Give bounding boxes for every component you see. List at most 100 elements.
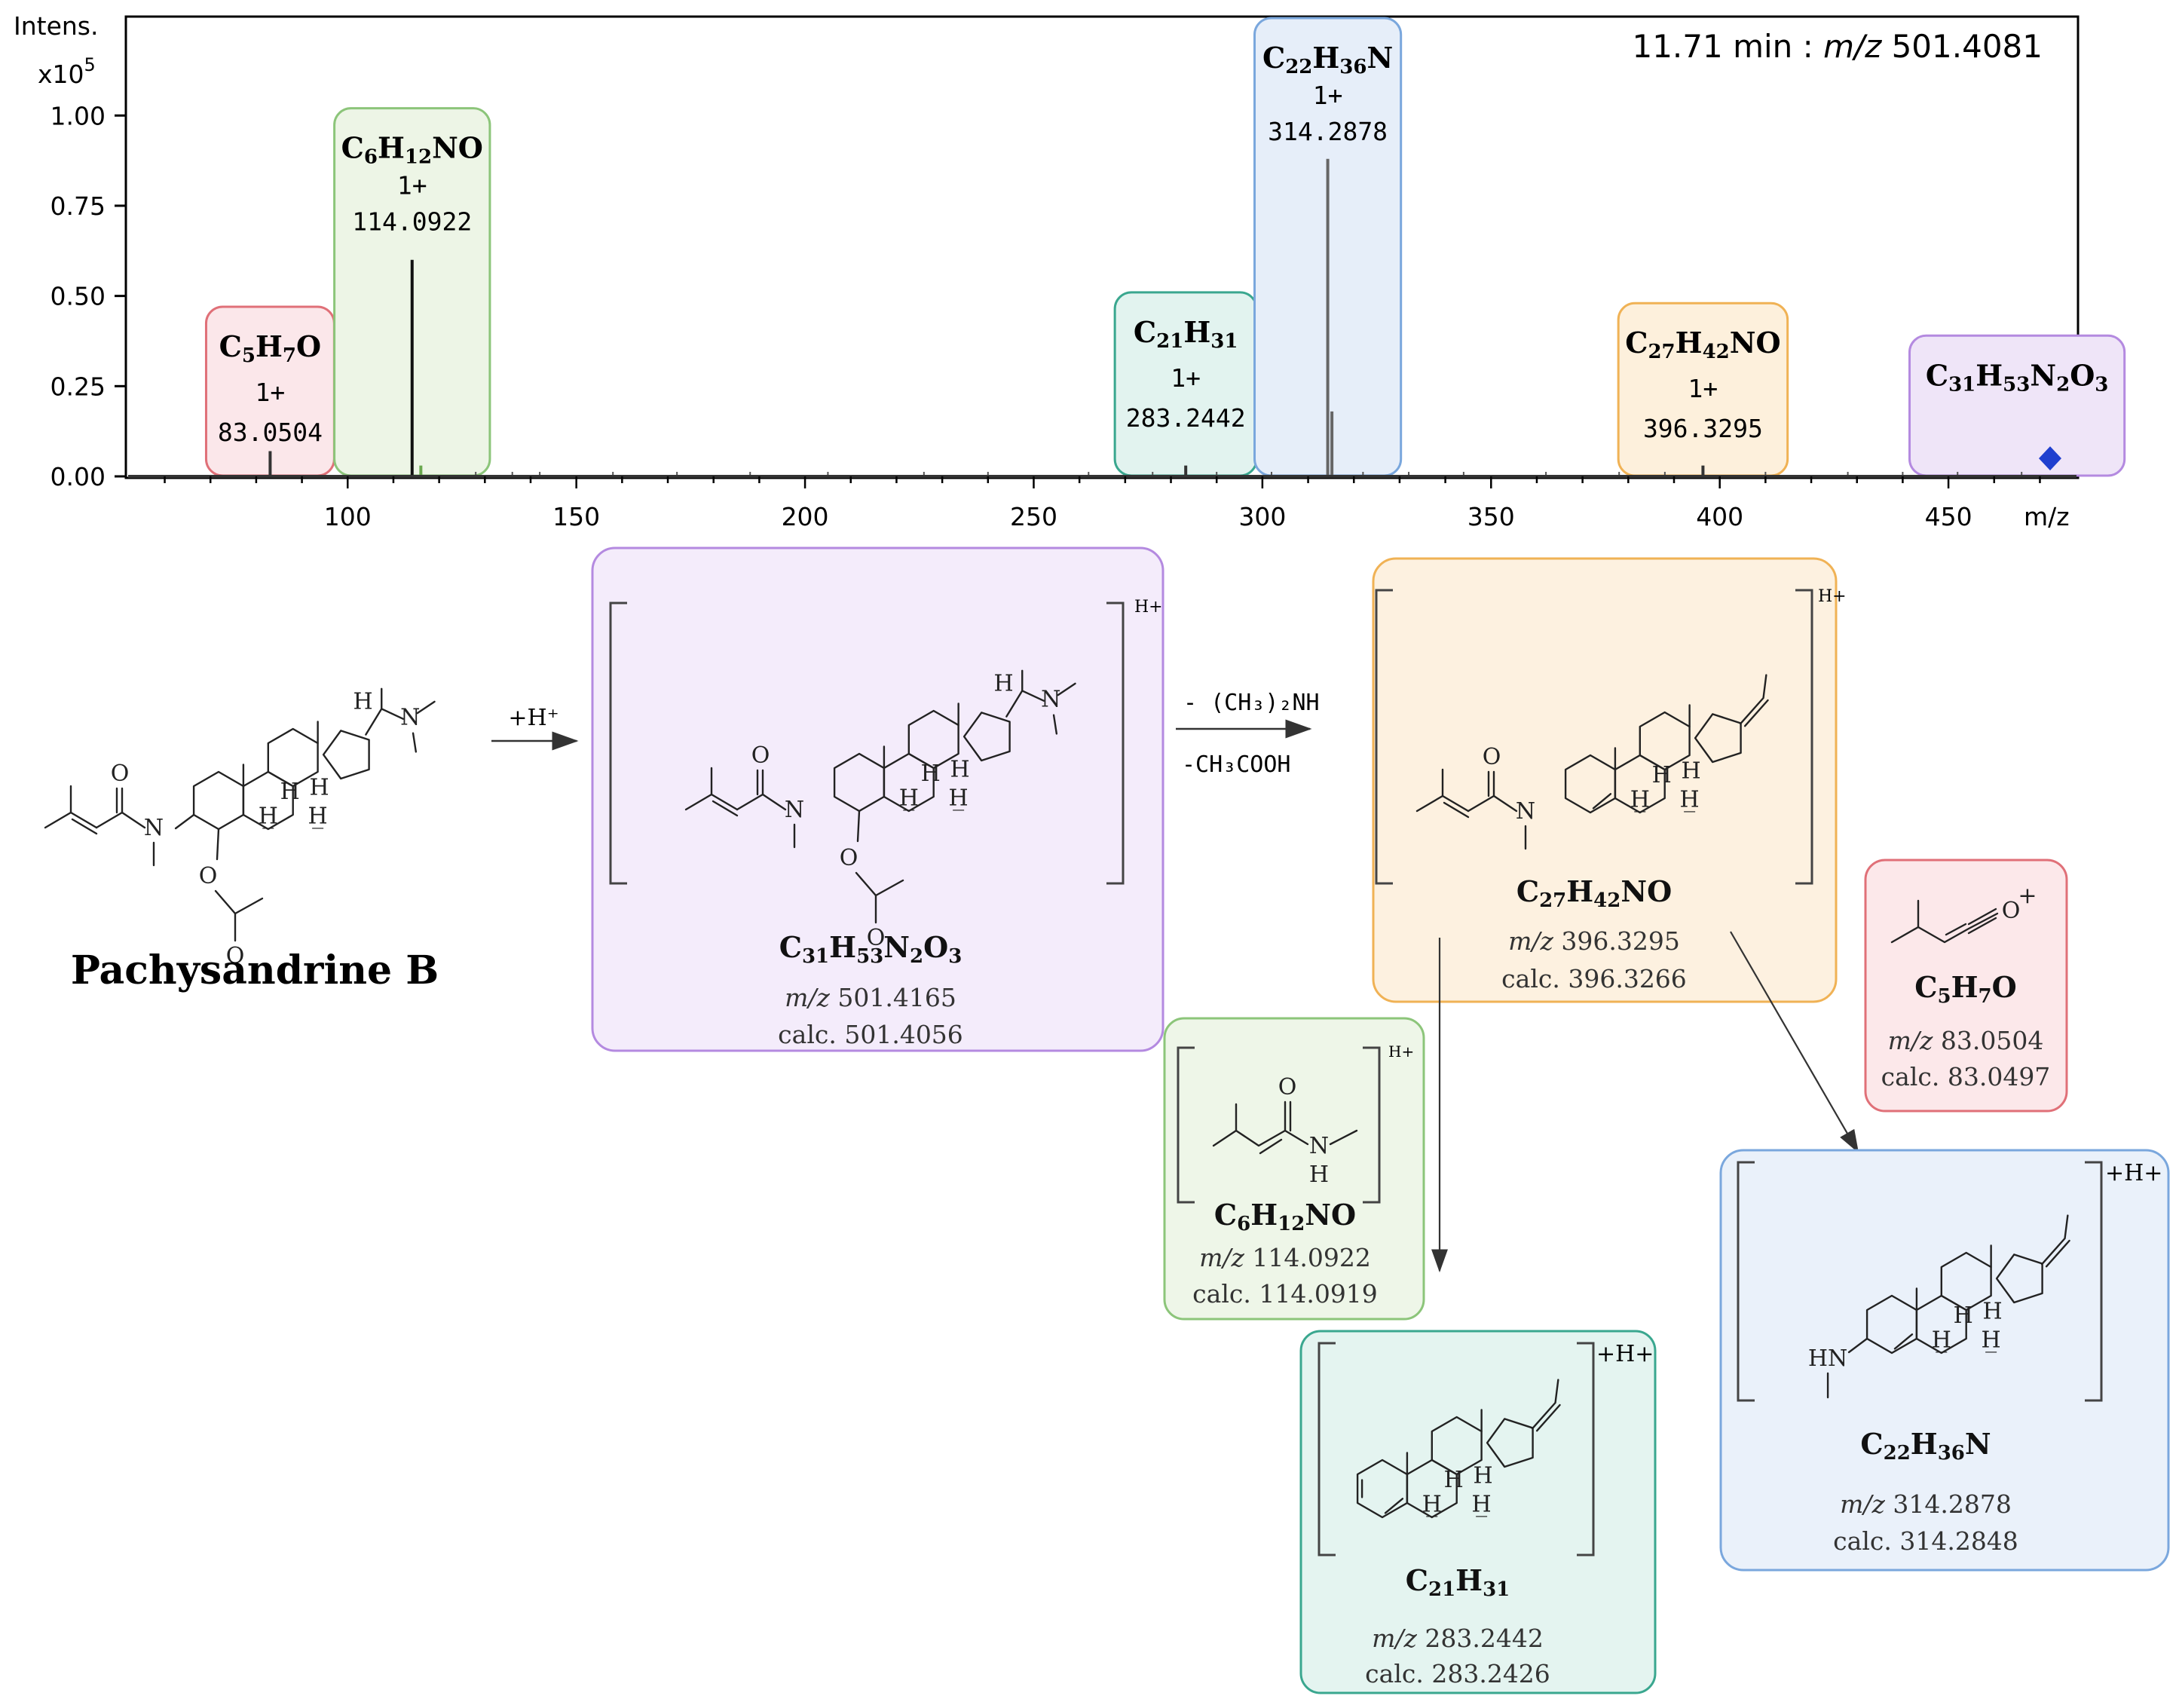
atom-n: N: [400, 704, 420, 730]
atom-n: N: [785, 797, 804, 823]
fragment-283-formula: C21H31: [1406, 1563, 1510, 1601]
atom-h: H̲: [259, 803, 278, 829]
y-axis-label: Intens.: [14, 11, 99, 41]
alkene-chain: [684, 793, 713, 811]
fragment-114-box: H+ ONH C6H12NO m/z 114.0922 calc. 114.09…: [1163, 1017, 1425, 1321]
fragment-83-structure: O+: [1890, 883, 2037, 944]
arrow-to-314: [1730, 931, 1859, 1153]
fragment-114-charge: H+: [1388, 1042, 1414, 1061]
x-tick-label: 350: [1467, 502, 1515, 531]
y-tick-label: 1.00: [50, 101, 106, 130]
atom-o: O: [867, 925, 886, 951]
y-tick-label: 0.00: [50, 462, 106, 491]
atom-h: H: [1983, 1298, 2003, 1324]
atom-h: H: [310, 774, 329, 800]
fragment-396-frame: [1372, 557, 1838, 1003]
atom-h: H̲: [308, 803, 328, 829]
annotation-charge: 1+: [397, 171, 427, 200]
precursor-formula: C31H53N2O3: [779, 930, 962, 968]
atom-h: H: [280, 779, 300, 805]
protonation-label: +H⁺: [508, 705, 559, 731]
annotation-charge: 1+: [1171, 363, 1201, 393]
fragment-114-structure: ONH: [1212, 1074, 1358, 1188]
chain: [1917, 912, 1999, 944]
annotation-formula: C31H53N2O3: [1926, 358, 2109, 396]
annotation-box: [1908, 334, 2126, 477]
atom-h: H: [921, 761, 941, 787]
atom-h: H̲: [1932, 1327, 1951, 1353]
atom-h: H̲: [1472, 1491, 1492, 1517]
fragment-114-formula: C6H12NO: [1214, 1198, 1356, 1235]
x-tick-label: 200: [782, 502, 829, 531]
atom-n: N: [1309, 1133, 1329, 1159]
double-bond: [71, 818, 98, 835]
double-bond: [1259, 1138, 1283, 1155]
charge: +: [2018, 883, 2037, 909]
mass-spectrum: C5H7O1+83.0504C6H12NO1+114.0922C21H311+2…: [14, 11, 2126, 531]
alkene-chain: [1415, 794, 1444, 813]
fragment-314-mz: m/z 314.2878: [1840, 1489, 2012, 1519]
fragment-283-frame: [1299, 1330, 1657, 1694]
atom-h: H̲: [1630, 786, 1650, 813]
annotation-mz: 396.3295: [1643, 414, 1763, 443]
ring-d: [322, 730, 370, 780]
ring-d: [1694, 713, 1742, 764]
atom-n: N: [144, 815, 164, 841]
fragment-396-mz: m/z 396.3295: [1508, 926, 1680, 956]
n-methyl: [1057, 682, 1076, 696]
annotation-charge: 1+: [1688, 374, 1718, 403]
n-methyl: [412, 732, 418, 753]
triple-bond: [1967, 908, 1997, 926]
atom-o: O: [840, 845, 858, 871]
fragment-114-mz: m/z 114.0922: [1199, 1243, 1371, 1272]
annotation-mz: 283.2442: [1126, 403, 1246, 433]
ring-a: [192, 770, 245, 831]
atom-h: H: [1652, 762, 1672, 788]
chain: [1235, 1100, 1287, 1147]
n-methyl: [1052, 714, 1058, 735]
alkene-chain: [44, 811, 72, 829]
fragment-83-mz: m/z 83.0504: [1888, 1026, 2044, 1055]
double-bond: [1743, 699, 1769, 727]
c4-bond: [856, 810, 861, 843]
n-methyl: [416, 700, 436, 715]
amide-bond: [1284, 1129, 1309, 1146]
atom-h: H: [1682, 758, 1701, 784]
annotation-formula: C6H12NO: [341, 131, 483, 169]
x-axis-label: m/z: [2024, 502, 2070, 531]
annotation-mz: 83.0504: [218, 418, 323, 447]
double-bond: [1384, 1498, 1404, 1514]
atom-h: H̲: [949, 785, 969, 811]
y-tick-label: 0.75: [50, 191, 106, 221]
ring-d: [962, 712, 1011, 762]
fragment-396-calc: calc. 396.3266: [1501, 964, 1687, 993]
y-tick-label: 0.25: [50, 372, 106, 401]
peak-annotation-layer: C5H7O1+83.0504C6H12NO1+114.0922C21H311+2…: [204, 17, 2126, 477]
double-bond: [1893, 1333, 1914, 1350]
compound-name: Pachysandrine B: [71, 947, 439, 993]
neutral-loss-label-1: - (CH₃)₂NH: [1183, 690, 1320, 716]
fragment-314-calc: calc. 314.2848: [1833, 1526, 2018, 1556]
atom-h: H: [1954, 1302, 1973, 1329]
x-tick-label: 250: [1010, 502, 1057, 531]
fragment-83-calc: calc. 83.0497: [1881, 1062, 2051, 1091]
annotation-mz: 114.0922: [352, 207, 472, 237]
atom-h: H̲: [1680, 786, 1700, 813]
c4-bond: [216, 828, 220, 861]
double-bond: [1535, 1403, 1561, 1432]
peak-annotation: C31H53N2O3: [1908, 334, 2126, 477]
annotation-charge: 1+: [256, 378, 286, 407]
side-chain: [1021, 690, 1045, 702]
fragment-83-formula: C5H7O: [1914, 970, 2016, 1008]
atom-h: H: [353, 688, 372, 715]
annotation-charge: 1+: [1313, 81, 1343, 110]
